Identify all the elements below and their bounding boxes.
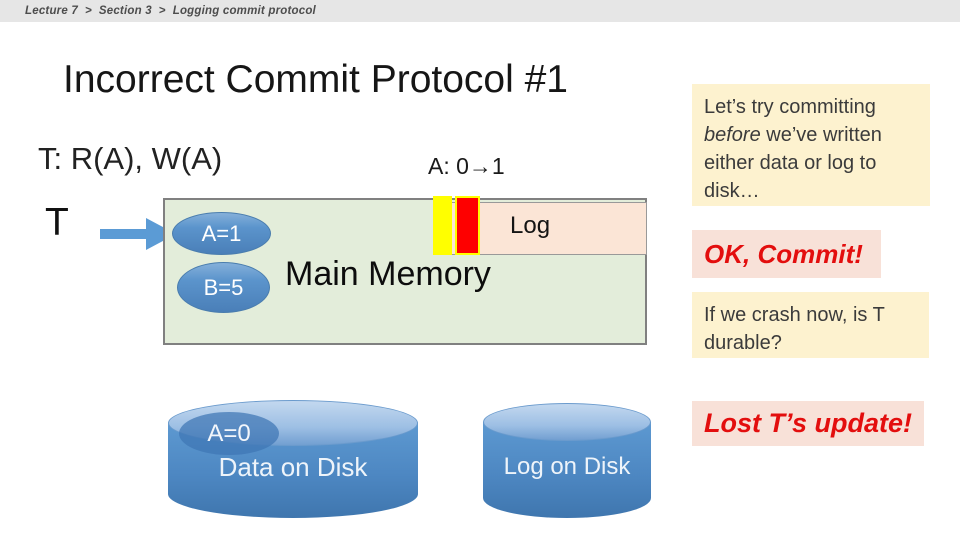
memory-cell-b: B=5 (177, 262, 270, 313)
data-disk-label: Data on Disk (218, 452, 368, 482)
memory-cell-a-value: A=1 (201, 220, 242, 246)
note1-text-italic: before (704, 124, 761, 146)
breadcrumb: Lecture 7 > Section 3 > Logging commit p… (0, 0, 960, 22)
log-record-red (455, 196, 480, 255)
right-arrow-icon (100, 218, 176, 250)
breadcrumb-separator: > (158, 5, 166, 17)
log-record-yellow (433, 196, 452, 255)
transaction-t-label: T (45, 201, 69, 244)
note1-text-post: we’ve written either data or log to disk… (704, 124, 882, 202)
log-disk-top (483, 403, 651, 441)
note-commit-before-write: Let’s try committing before we’ve writte… (692, 84, 930, 206)
disk-cell-a-value: A=0 (207, 419, 251, 447)
main-memory-label: Main Memory (285, 255, 491, 293)
log-disk-label: Log on Disk (503, 453, 631, 480)
breadcrumb-item-topic: Logging commit protocol (172, 5, 316, 17)
breadcrumb-separator: > (84, 5, 92, 17)
log-label: Log (510, 212, 551, 239)
memory-cell-a: A=1 (172, 212, 271, 255)
disk-cell-a: A=0 (179, 412, 279, 455)
value-change-label: A: 0→1 (428, 153, 505, 179)
note1-text-pre: Let’s try committing (704, 96, 876, 118)
crash-question-text: If we crash now, is T durable? (704, 304, 885, 354)
transaction-label: T: R(A), W(A) (38, 141, 223, 176)
ok-commit-text: OK, Commit! (704, 238, 863, 269)
callout-ok-commit: OK, Commit! (692, 230, 881, 278)
callout-lost-update: Lost T’s update! (692, 401, 924, 446)
log-disk-cylinder: Log on Disk (483, 403, 651, 518)
note-crash-durable: If we crash now, is T durable? (692, 292, 929, 358)
data-disk-cylinder: A=0 Data on Disk (168, 400, 418, 518)
page-title: Incorrect Commit Protocol #1 (63, 58, 569, 101)
memory-cell-b-value: B=5 (203, 274, 244, 300)
lost-update-text: Lost T’s update! (704, 408, 913, 438)
breadcrumb-item-section: Section 3 (98, 5, 152, 17)
breadcrumb-item-lecture: Lecture 7 (25, 5, 78, 17)
